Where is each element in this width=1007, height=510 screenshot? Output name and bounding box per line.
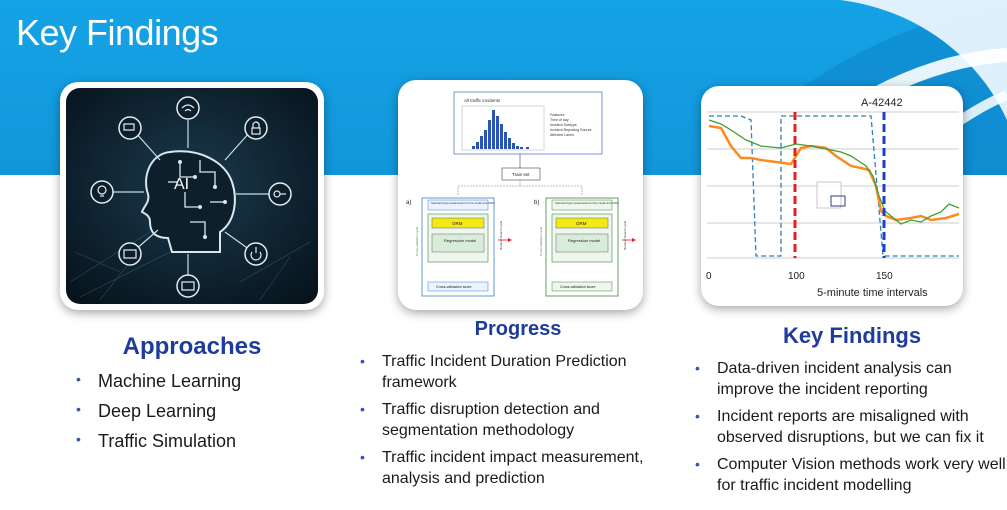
list-item: Traffic disruption detection and segment… <box>358 399 678 441</box>
list-item: Incident reports are misaligned with obs… <box>693 406 1007 448</box>
incident-chart: A-42442 0 100 150 5-minute time interval… <box>706 97 960 299</box>
camera-icon <box>176 274 200 298</box>
svg-text:Cross-validation cycle: Cross-validation cycle <box>415 226 419 256</box>
svg-text:Regression model: Regression model <box>568 238 600 243</box>
wifi-icon <box>176 96 200 120</box>
findings-title: Key Findings <box>782 323 922 348</box>
progress-title: Progress <box>474 318 562 340</box>
chart-thumbnail <box>816 181 842 209</box>
svg-text:Incident Reporting Source: Incident Reporting Source <box>550 128 592 132</box>
svg-text:Features:: Features: <box>550 113 565 117</box>
svg-text:Cross-validation score: Cross-validation score <box>560 285 596 289</box>
reported-incident-line <box>709 115 959 257</box>
ai-label: AI <box>174 176 189 193</box>
approaches-title: Approaches <box>122 333 262 360</box>
svg-text:Random Search cycle: Random Search cycle <box>499 220 503 250</box>
ai-head-icon: AI <box>140 150 236 253</box>
framework-diagram-card: All traffic incidents Features: Time of … <box>398 80 643 310</box>
panel-a: a) Selected hyper-parameters for the mod… <box>406 197 512 297</box>
panel-b: b) Selected hyper-parameters for the mod… <box>534 197 636 297</box>
svg-text:Cross-validation cycle: Cross-validation cycle <box>539 226 543 256</box>
speed-series-orange <box>708 124 960 222</box>
train-set-label: Train set <box>512 172 530 177</box>
list-item: Computer Vision methods work very well f… <box>693 454 1007 496</box>
x-tick: 100 <box>788 271 805 282</box>
x-tick: 150 <box>876 271 893 282</box>
svg-text:ORM: ORM <box>576 221 587 226</box>
svg-text:Regression model: Regression model <box>444 238 476 243</box>
list-item: Data-driven incident analysis can improv… <box>693 358 1007 400</box>
ai-head-illustration: AI <box>66 88 318 304</box>
svg-text:Incident Subtype: Incident Subtype <box>550 123 577 127</box>
ai-illustration-card: AI <box>60 82 324 310</box>
svg-text:Affected Lanes: Affected Lanes <box>550 133 574 137</box>
chart-gridlines <box>707 111 959 259</box>
list-item: Machine Learning <box>74 371 241 401</box>
chart-label: A-42442 <box>861 97 903 109</box>
video-icon <box>118 242 142 266</box>
findings-list: Data-driven incident analysis can improv… <box>693 358 1007 502</box>
power-icon <box>244 242 268 266</box>
approaches-list: Machine Learning Deep Learning Traffic S… <box>74 371 241 461</box>
svg-text:ORM: ORM <box>452 221 463 226</box>
histogram <box>472 110 529 149</box>
lightbulb-icon <box>90 180 114 204</box>
list-item: Deep Learning <box>74 401 241 431</box>
list-item: Traffic Simulation <box>74 431 241 461</box>
x-axis: 0 100 150 5-minute time intervals <box>706 271 928 299</box>
svg-text:Cross-validation score: Cross-validation score <box>436 285 472 289</box>
svg-text:Selected hyper-parameters for: Selected hyper-parameters for the model … <box>555 201 619 205</box>
framework-diagram: All traffic incidents Features: Time of … <box>406 91 636 297</box>
svg-text:Time of day: Time of day <box>550 118 569 122</box>
slide-title: Key Findings <box>16 12 219 53</box>
incident-chart-card: A-42442 0 100 150 5-minute time interval… <box>701 86 963 306</box>
svg-text:a): a) <box>406 200 411 206</box>
hist-title: All traffic incidents <box>464 98 501 103</box>
feature-legend: Features: Time of day Incident Subtype I… <box>550 113 592 137</box>
list-item: Traffic incident impact measurement, ana… <box>358 447 678 489</box>
svg-text:Selected hyper-parameters for: Selected hyper-parameters for the model … <box>431 201 495 205</box>
svg-text:Random Search cycle: Random Search cycle <box>623 220 627 250</box>
cctv-icon <box>118 116 142 140</box>
chart-zoom-box <box>830 195 846 207</box>
x-axis-label: 5-minute time intervals <box>817 287 928 299</box>
svg-text:b): b) <box>534 200 539 206</box>
x-tick: 0 <box>706 271 712 282</box>
speed-series-green <box>708 119 960 225</box>
list-item: Traffic Incident Duration Prediction fra… <box>358 351 678 393</box>
progress-list: Traffic Incident Duration Prediction fra… <box>358 351 678 495</box>
